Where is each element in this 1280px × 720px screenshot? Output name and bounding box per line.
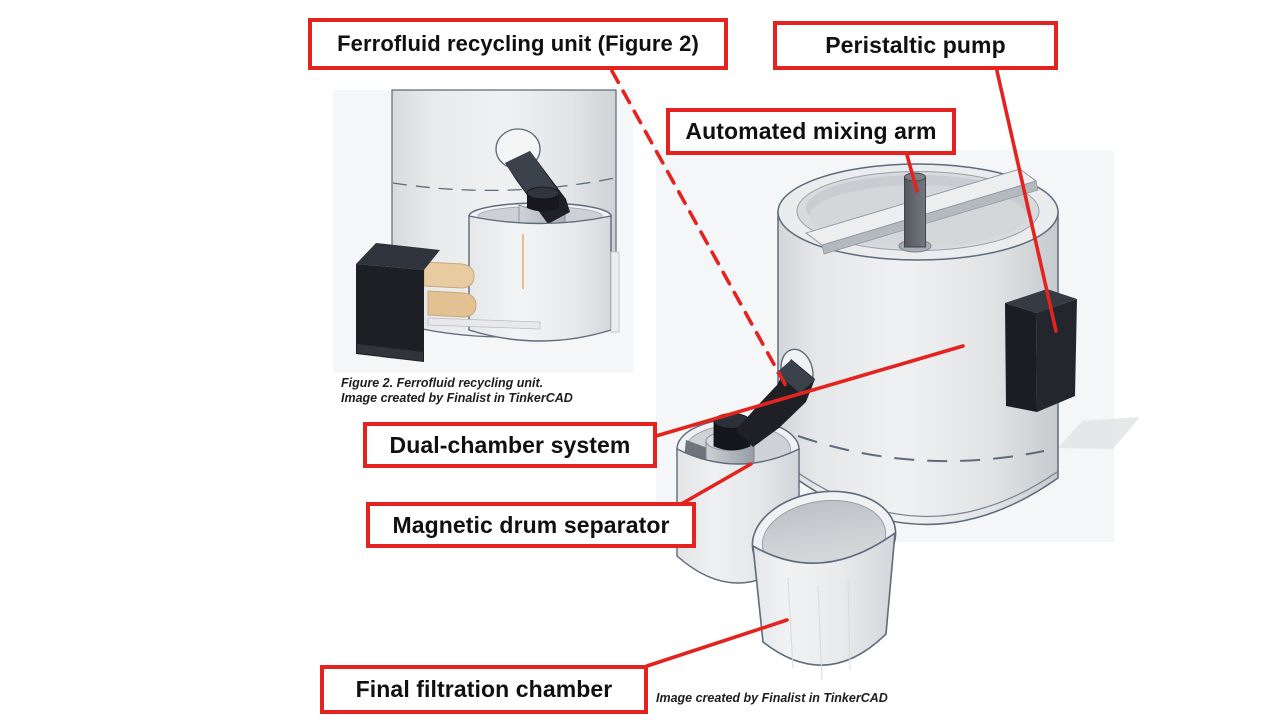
figure2-caption: Figure 2. Ferrofluid recycling unit. Ima… [341,376,573,406]
callout-peristaltic-pump-label: Peristaltic pump [825,32,1006,58]
figure2-side-bracket [610,251,620,333]
callout-recycling-unit-label: Ferrofluid recycling unit (Figure 2) [337,31,699,56]
transfer-arm [736,359,815,447]
figure2-cap-top [526,186,560,200]
figure2-roller-upper [423,261,475,289]
callout-mixing-arm-label: Automated mixing arm [685,118,937,144]
leader-line-dual-chamber [654,344,965,438]
dual-chamber-cylinder [777,211,1059,526]
leader-line-peristaltic-pump [995,69,1058,333]
figure2-pump-box-base [357,344,423,361]
cylinder-base-seam [778,458,1058,517]
main-model [676,163,1140,681]
figure2-model [356,89,620,362]
filtration-cup-wall [752,531,896,666]
cylinder-shadow [1058,417,1140,449]
cylinder-hidden-dashes [797,435,1045,463]
callout-mixing-arm: Automated mixing arm [666,108,956,155]
leader-line-filtration-chamber [645,618,789,668]
figure2-pump-box-top [356,243,440,270]
filtration-cup [751,490,897,681]
callout-dual-chamber: Dual-chamber system [363,422,657,468]
figure2-pump-box-front [356,264,424,362]
callout-drum-separator: Magnetic drum separator [366,502,696,548]
figure2-hidden-rim-dashes [392,177,616,192]
figure2-support-bar [427,317,541,330]
callout-recycling-unit: Ferrofluid recycling unit (Figure 2) [308,18,728,70]
figure2-caption-line1: Figure 2. Ferrofluid recycling unit. [341,376,544,390]
figure2-roller-lower [427,290,477,318]
callout-drum-separator-label: Magnetic drum separator [392,511,670,538]
callout-peristaltic-pump: Peristaltic pump [773,21,1058,70]
leader-lines [610,69,1058,668]
figure2-caption-line2: Image created by Finalist in TinkerCAD [341,391,573,405]
leader-line-drum-separator [681,462,753,505]
callout-dual-chamber-label: Dual-chamber system [389,431,631,458]
leader-line-recycling-unit [610,69,788,388]
callout-filtration-chamber-label: Final filtration chamber [355,676,613,702]
credit-caption: Image created by Finalist in TinkerCAD [656,691,888,706]
callout-filtration-chamber: Final filtration chamber [320,665,648,714]
peristaltic-pump-box [1005,289,1077,412]
leader-line-mixing-arm [905,153,919,193]
credit-caption-text: Image created by Finalist in TinkerCAD [656,691,888,705]
